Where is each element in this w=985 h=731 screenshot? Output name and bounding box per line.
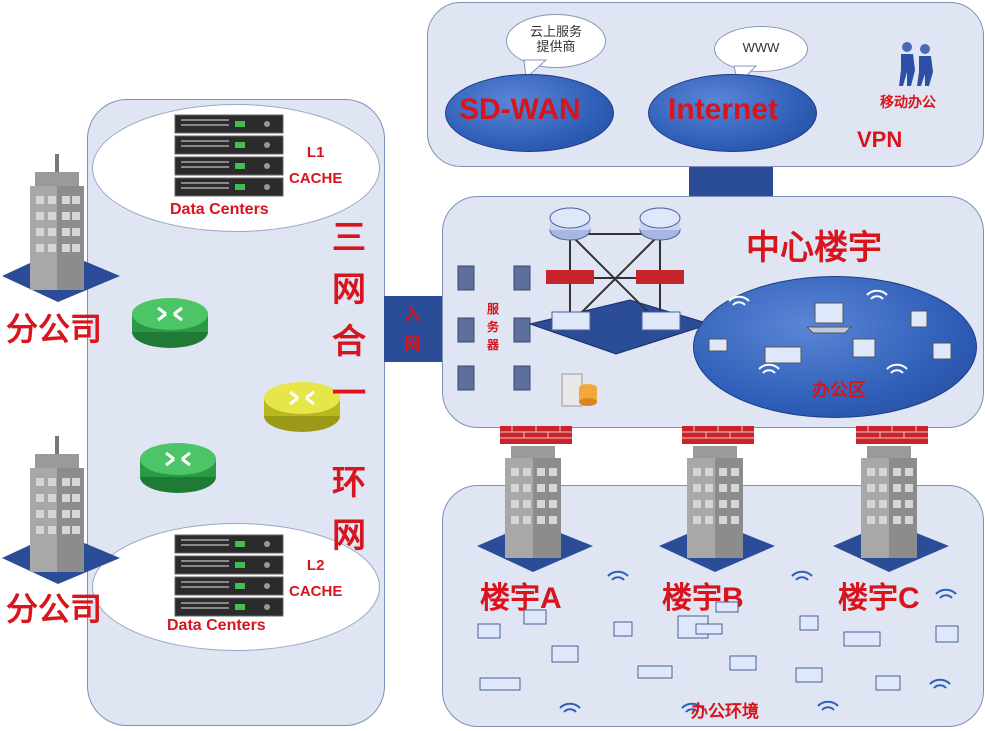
servers-char-1: 服 xyxy=(487,302,500,316)
center-title: 中心楼宇 xyxy=(746,229,882,267)
sdwan-node xyxy=(445,74,614,152)
ring-char-3: 合 xyxy=(332,323,366,361)
ring-char-6: 网 xyxy=(332,517,366,555)
internet-label: Internet xyxy=(668,93,779,126)
servers-char-3: 器 xyxy=(487,338,500,352)
www-bubble: WWW xyxy=(714,26,808,72)
vpn-label: VPN xyxy=(857,127,903,152)
firewall-c-icon xyxy=(856,426,928,444)
ring-char-5: 环 xyxy=(332,464,366,502)
www-bubble-text: WWW xyxy=(742,40,780,55)
ring-char-1: 三 xyxy=(332,219,366,257)
sdwan-label: SD-WAN xyxy=(459,93,581,126)
ring-char-2: 网 xyxy=(332,271,366,309)
firewall-b-icon xyxy=(682,426,754,444)
core-switch-diagram xyxy=(528,207,712,355)
server-cluster-icon xyxy=(457,265,531,391)
building-c-label: 楼宇C xyxy=(838,582,920,615)
office-env-label: 办公环境 xyxy=(691,702,759,721)
building-b-icon xyxy=(659,446,775,572)
entry-connector xyxy=(384,296,442,362)
office-zone-label: 办公区 xyxy=(812,380,866,400)
provider-bubble-text: 云上服务 提供商 xyxy=(529,24,582,54)
l1-cache-label: L1 CACHE xyxy=(289,144,343,187)
firewall-a-icon xyxy=(500,426,572,444)
branch-building-bottom-icon xyxy=(2,436,120,584)
mobile-office-label: 移动办公 xyxy=(880,94,936,110)
mobile-workers-icon xyxy=(899,42,933,86)
l2-cache-label: L2 CACHE xyxy=(289,557,343,600)
branch-bottom-label: 分公司 xyxy=(6,591,103,627)
branch-building-top-icon xyxy=(2,154,120,302)
office-zone-ellipse xyxy=(693,276,977,418)
office-environment-devices-icon xyxy=(477,570,959,713)
dc-top-label: Data Centers xyxy=(170,201,269,218)
cloud-center-connector xyxy=(689,167,773,197)
building-a-icon xyxy=(477,446,593,572)
router-green-bottom-icon xyxy=(140,443,216,493)
router-yellow-icon xyxy=(264,382,340,432)
entry-char-2: 网 xyxy=(404,335,421,354)
server-rack-top-icon xyxy=(174,114,284,197)
ring-char-4: 一 xyxy=(332,375,366,413)
server-rack-bottom-icon xyxy=(174,534,284,617)
entry-char-1: 入 xyxy=(404,305,421,324)
internet-node xyxy=(648,74,817,152)
router-green-top-icon xyxy=(132,298,208,348)
database-icon xyxy=(561,373,597,407)
servers-char-2: 务 xyxy=(487,320,500,334)
dc-bottom-label: Data Centers xyxy=(167,617,266,634)
branch-top-label: 分公司 xyxy=(6,311,103,347)
office-zone-devices-icon xyxy=(708,289,952,374)
building-c-icon xyxy=(833,446,949,572)
provider-bubble: 云上服务 提供商 xyxy=(506,14,606,68)
building-a-label: 楼宇A xyxy=(480,582,562,615)
